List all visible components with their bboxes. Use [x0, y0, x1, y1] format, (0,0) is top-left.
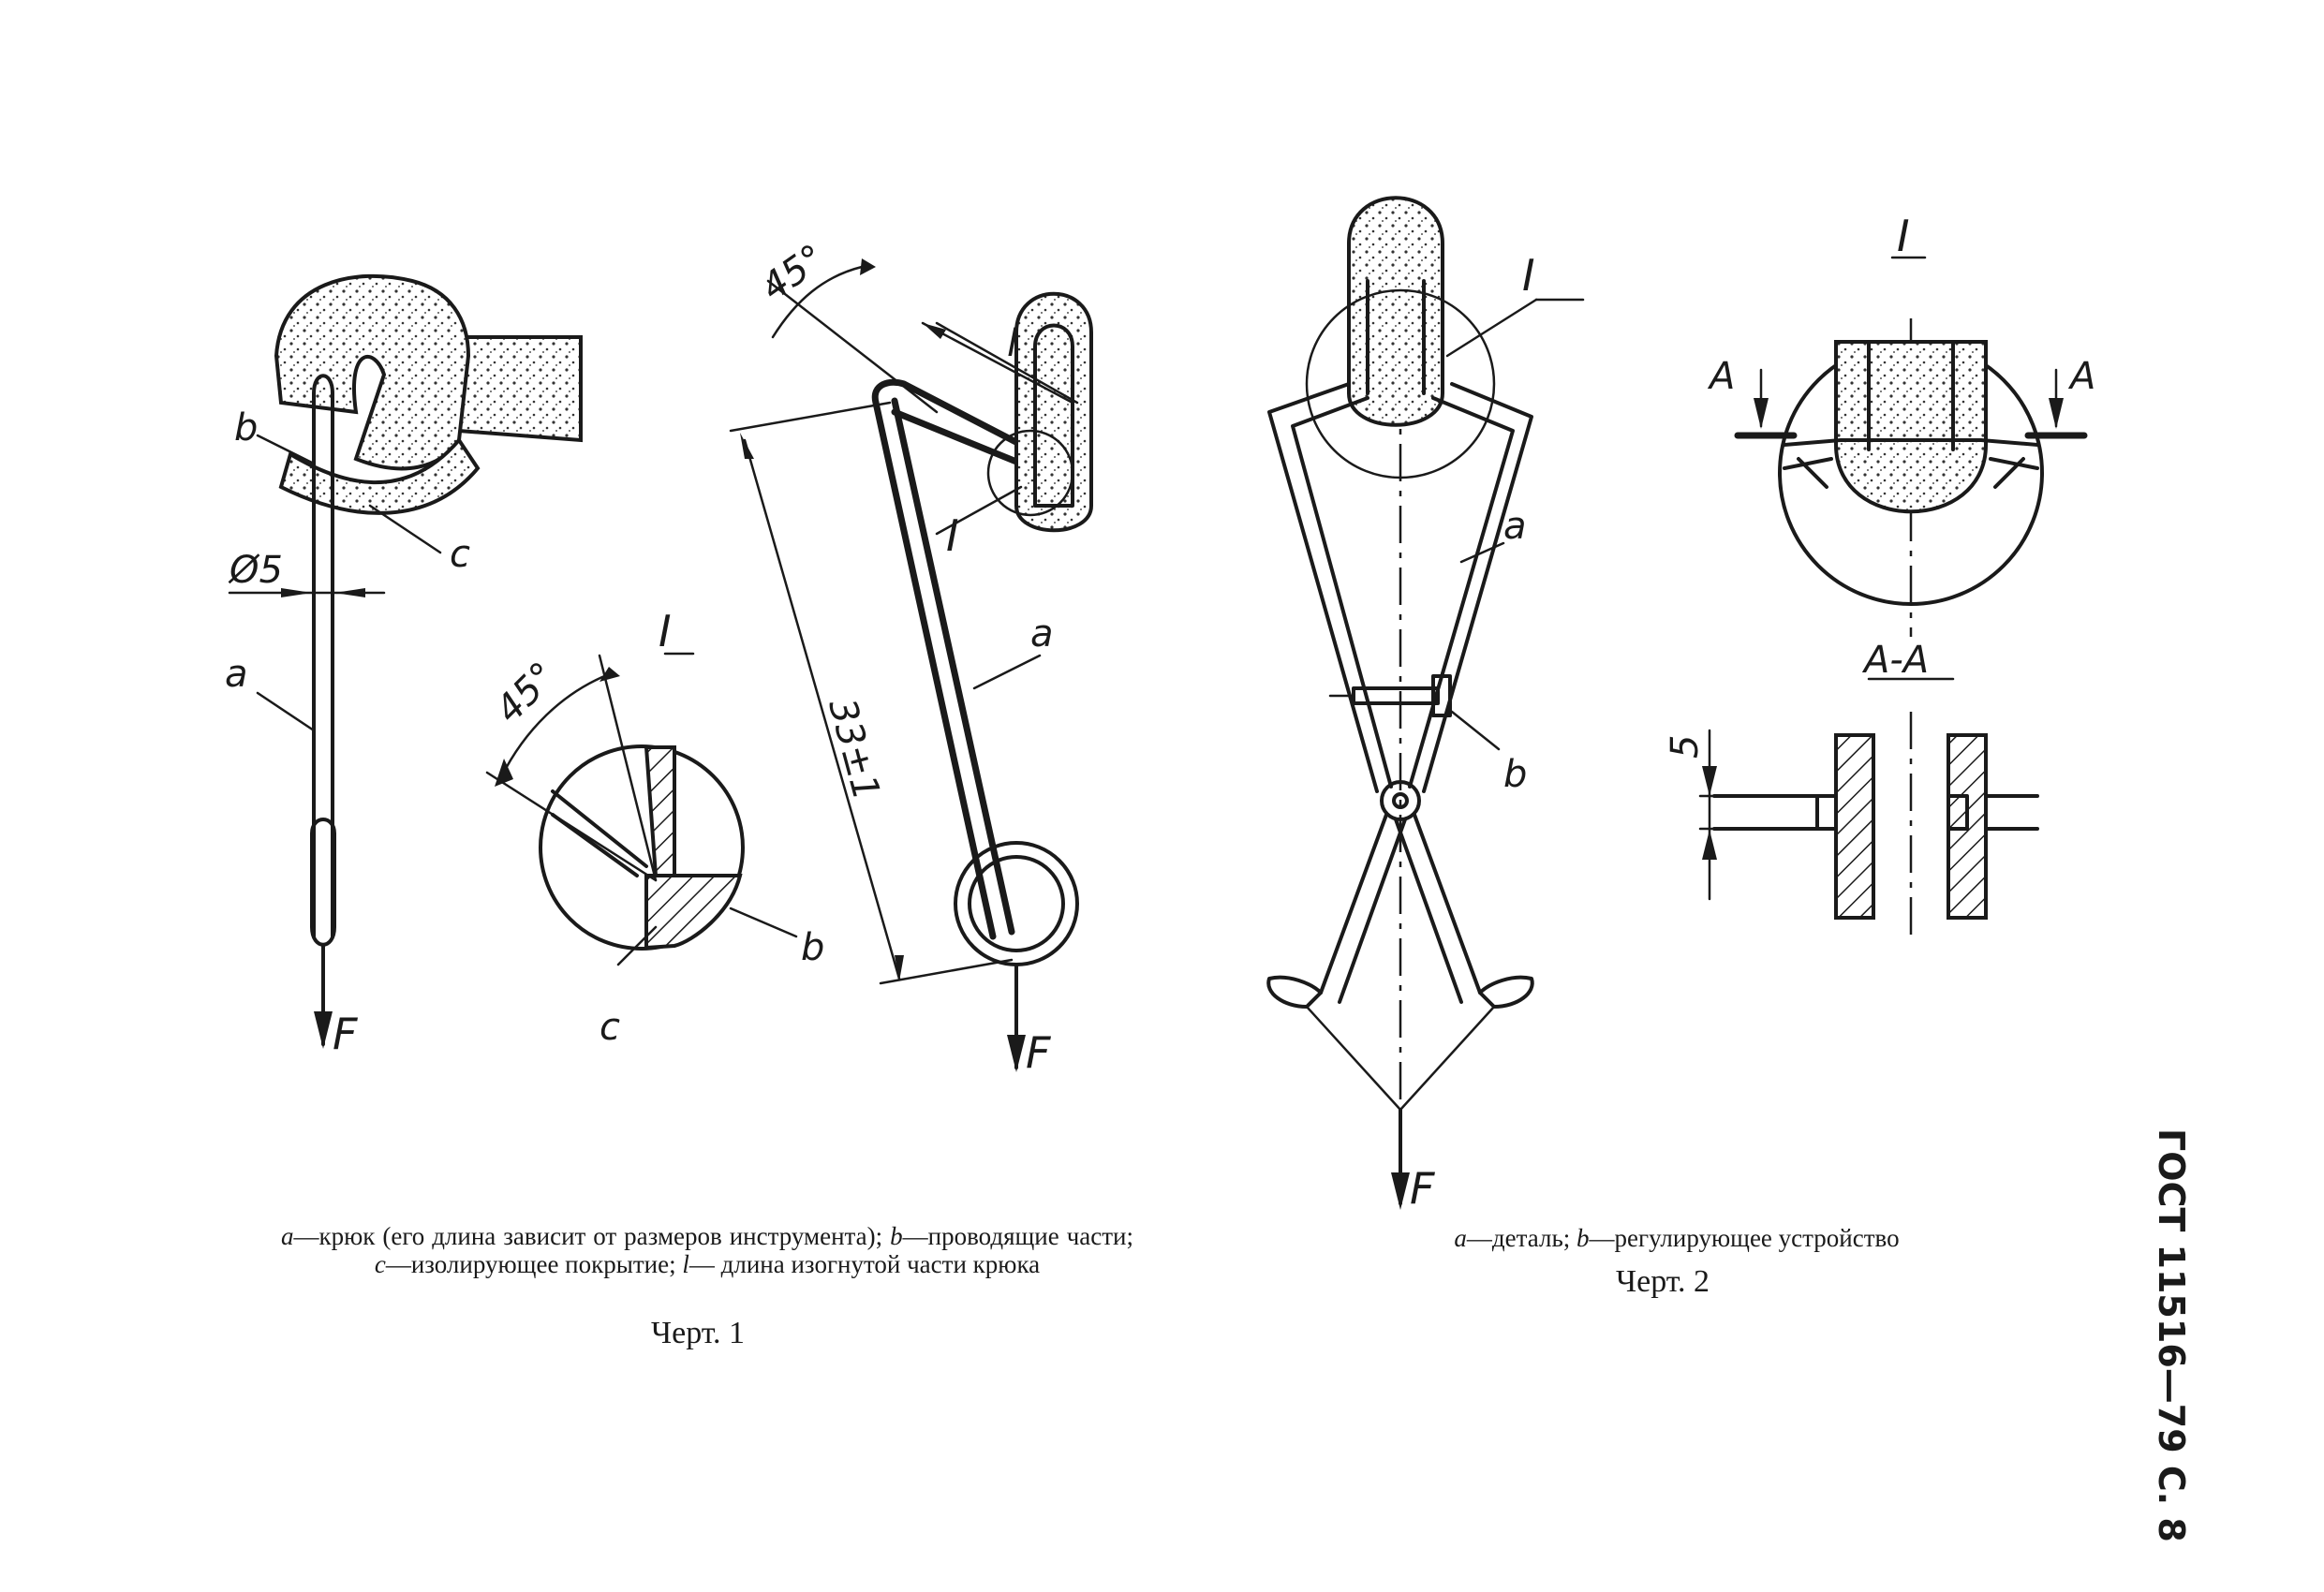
caption-text-b: —проводящие части;: [902, 1222, 1133, 1250]
section-mark-left: A: [1707, 355, 1735, 398]
page-code: ГОСТ 11516—79 С. 8: [2151, 1128, 2192, 1542]
wrench-hook-drawing: [228, 273, 583, 1049]
caption-key-a: a: [281, 1222, 294, 1250]
dimension-33: 33±1: [820, 694, 888, 804]
caption-key-c: c: [374, 1250, 386, 1278]
detail-title: I: [659, 606, 672, 656]
tongs-drawing: [1266, 196, 1585, 1210]
caption-key-l: l: [682, 1250, 689, 1278]
label-a2: a: [1030, 612, 1054, 656]
caption2-key-b: b: [1576, 1224, 1590, 1252]
label-b: b: [234, 406, 258, 450]
caption2-text-a: —деталь;: [1466, 1224, 1571, 1252]
detail-mark: I: [946, 510, 959, 561]
tongs-detail-mark: I: [1522, 250, 1535, 301]
label-force: F: [333, 1009, 358, 1059]
dimension-5: 5: [1664, 735, 1707, 759]
caption-text-a: —крюк (его длина зависит от размеров инс…: [293, 1222, 883, 1250]
detail-I-view: [1734, 256, 2088, 637]
label-diameter: Ø5: [228, 549, 283, 592]
bent-hook-drawing: [729, 258, 1093, 1072]
caption-key-b: b: [890, 1222, 903, 1250]
section-mark-right: A: [2067, 355, 2095, 398]
section-A-A: [1698, 677, 2039, 941]
caption-text-l: — длина изогнутой части крюка: [688, 1250, 1041, 1278]
label-a: a: [225, 653, 248, 696]
label-b2: b: [801, 926, 824, 969]
label-l: l: [1007, 322, 1017, 365]
label-angle: 45°: [487, 655, 565, 732]
tongs-label-b: b: [1503, 753, 1527, 796]
figure2-title: Черт. 2: [1616, 1264, 1710, 1299]
figure1-caption: a—крюк (его длина зависит от размеров ин…: [281, 1222, 1133, 1278]
caption-text-c: —изолирующее покрытие;: [385, 1250, 676, 1278]
figure1-title: Черт. 1: [651, 1316, 746, 1350]
detail-I-section: [485, 652, 798, 966]
figure2-caption: a—деталь; b—регулирующее устройство: [1386, 1224, 1967, 1252]
caption2-key-a: a: [1454, 1224, 1467, 1252]
label-force2: F: [1026, 1027, 1051, 1078]
detail-view-title: I: [1897, 211, 1910, 261]
tongs-label-force: F: [1410, 1163, 1435, 1214]
label-angle2: 45°: [754, 236, 833, 309]
label-c2: c: [600, 1006, 620, 1049]
caption2-text-b: —регулирующее устройство: [1589, 1224, 1900, 1252]
label-c: c: [450, 533, 470, 576]
tongs-label-a: a: [1503, 505, 1527, 548]
section-title: A-A: [1861, 639, 1929, 682]
